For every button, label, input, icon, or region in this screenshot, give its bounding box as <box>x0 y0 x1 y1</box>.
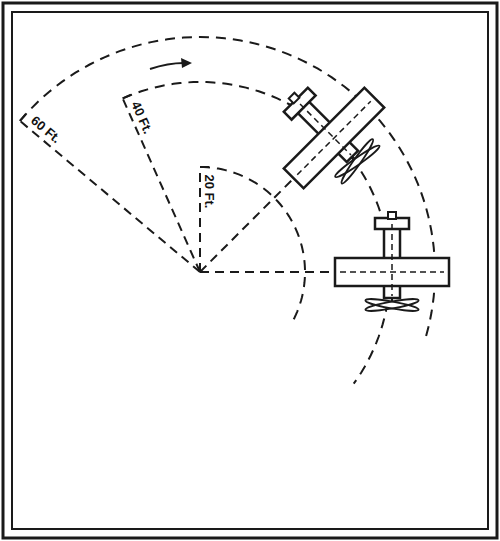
dimension-label: 60 Ft. <box>28 113 62 145</box>
dimension-tick <box>123 95 131 99</box>
dimension-tick <box>20 114 26 121</box>
outer-frame <box>3 3 497 538</box>
arrow-head <box>181 58 192 68</box>
radius-line <box>20 121 200 272</box>
dimension-label: 20 Ft. <box>204 175 217 209</box>
radius-arc <box>200 167 305 325</box>
dimension-tick <box>200 166 209 168</box>
airplane <box>335 212 449 313</box>
dimension-label: 40 Ft. <box>129 99 155 135</box>
radius-line <box>199 167 201 272</box>
radius-arc <box>20 37 435 337</box>
direction-arrow <box>150 63 184 69</box>
inner-frame <box>12 12 488 529</box>
radius-line <box>200 271 335 273</box>
radius-line <box>123 98 200 272</box>
radius-guides <box>20 37 435 384</box>
airplane <box>251 55 403 207</box>
